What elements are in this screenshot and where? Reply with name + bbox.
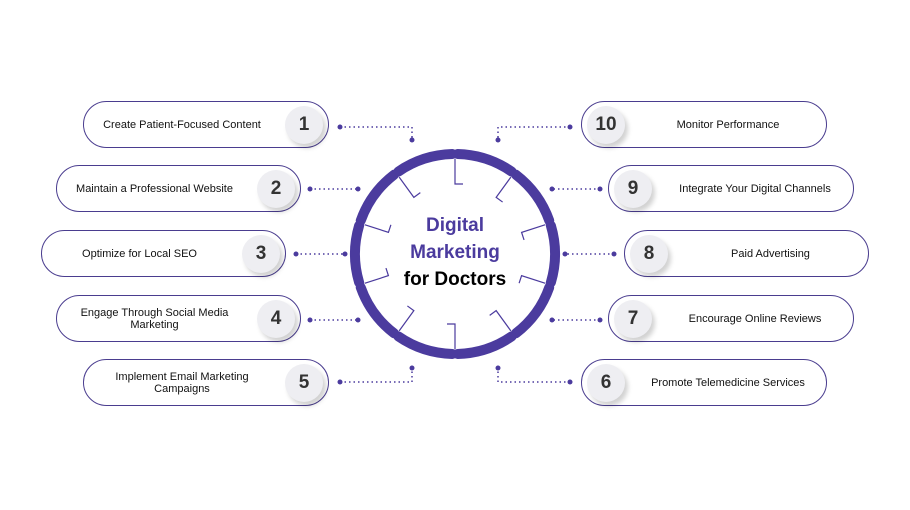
- step-9: 9 Integrate Your Digital Channels: [608, 165, 854, 212]
- step-8: 8 Paid Advertising: [624, 230, 869, 277]
- step-4: Engage Through Social Media Marketing 4: [56, 295, 301, 342]
- connector-dot: [409, 365, 415, 371]
- connector-dot: [567, 379, 573, 385]
- step-number: 6: [587, 363, 625, 402]
- arrow-icon: [447, 323, 456, 349]
- step-label: Optimize for Local SEO: [82, 247, 197, 260]
- connector-dot: [597, 317, 603, 323]
- step-number: 2: [257, 169, 295, 208]
- connector-dot: [355, 186, 361, 192]
- title-line-1: Digital: [425, 215, 485, 236]
- step-label: Integrate Your Digital Channels: [679, 182, 831, 195]
- dotted-connector: [497, 126, 570, 140]
- step-5: Implement Email Marketing Campaigns 5: [83, 359, 329, 406]
- step-label: Encourage Online Reviews: [688, 312, 822, 325]
- step-number: 5: [285, 363, 323, 402]
- step-number: 1: [285, 105, 323, 144]
- step-label: Implement Email Marketing Campaigns: [115, 370, 249, 395]
- step-label: Maintain a Professional Website: [76, 182, 233, 195]
- step-number: 4: [257, 299, 295, 338]
- connector-dot: [495, 365, 501, 371]
- step-3: Optimize for Local SEO 3: [41, 230, 286, 277]
- step-label: Engage Through Social Media Marketing: [80, 306, 229, 331]
- connector-dot: [307, 186, 313, 192]
- arrow-icon: [489, 309, 512, 332]
- connector-dot: [549, 317, 555, 323]
- title-line-2: Marketing: [410, 242, 500, 263]
- connector-dot: [409, 137, 415, 143]
- step-number: 10: [587, 105, 625, 144]
- ring-segment: [510, 282, 555, 339]
- arrow-icon: [454, 159, 463, 185]
- arrow-icon: [398, 305, 415, 332]
- dotted-connector: [340, 368, 413, 383]
- connector-dot: [342, 251, 348, 257]
- center-title: Digital Marketing for Doctors: [355, 212, 555, 293]
- step-6: 6 Promote Telemedicine Services: [581, 359, 827, 406]
- step-label: Create Patient-Focused Content: [103, 118, 261, 131]
- arrow-icon: [520, 224, 546, 241]
- step-2: Maintain a Professional Website 2: [56, 165, 301, 212]
- step-10: 10 Monitor Performance: [581, 101, 827, 148]
- arrow-icon: [364, 224, 392, 234]
- title-line-3: for Doctors: [403, 269, 507, 290]
- step-7: 7 Encourage Online Reviews: [608, 295, 854, 342]
- arrow-icon: [495, 176, 512, 203]
- connector-dot: [337, 124, 343, 130]
- ring-segment: [545, 220, 560, 288]
- dotted-connector: [340, 126, 413, 140]
- step-label: Promote Telemedicine Services: [651, 376, 805, 389]
- arrow-icon: [398, 176, 421, 199]
- ring-segment: [350, 220, 365, 288]
- connector-dot: [355, 317, 361, 323]
- step-label: Monitor Performance: [676, 118, 780, 131]
- connector-dot: [337, 379, 343, 385]
- connector-dot: [567, 124, 573, 130]
- ring-segment: [393, 149, 458, 177]
- ring-segment: [393, 331, 458, 359]
- step-number: 8: [630, 234, 668, 273]
- connector-dot: [293, 251, 299, 257]
- ring-segment: [452, 331, 517, 359]
- ring-segment: [510, 169, 555, 226]
- ring-segment: [452, 149, 517, 177]
- connector-dot: [307, 317, 313, 323]
- connector-dot: [597, 186, 603, 192]
- step-number: 3: [242, 234, 280, 273]
- step-label: Paid Advertising: [731, 247, 810, 260]
- connector-dot: [495, 137, 501, 143]
- dotted-connector: [497, 368, 570, 383]
- arrow-icon: [364, 267, 390, 284]
- step-number: 7: [614, 299, 652, 338]
- step-1: Create Patient-Focused Content 1: [83, 101, 329, 148]
- ring-segment: [355, 282, 400, 339]
- ring-segment: [355, 169, 400, 226]
- connector-dot: [549, 186, 555, 192]
- arrow-icon: [518, 274, 546, 284]
- step-number: 9: [614, 169, 652, 208]
- connector-dot: [611, 251, 617, 257]
- connector-dot: [562, 251, 568, 257]
